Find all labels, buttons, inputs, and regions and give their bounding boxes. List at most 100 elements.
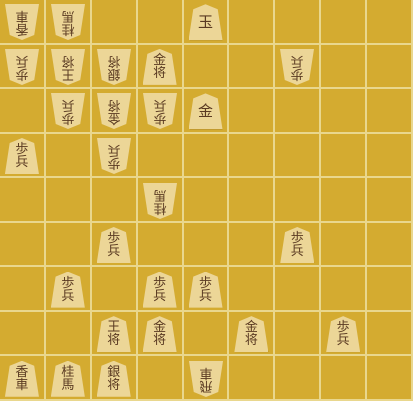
- board-square[interactable]: [321, 89, 367, 134]
- board-square[interactable]: [0, 223, 46, 268]
- piece-char: 馬: [153, 188, 166, 201]
- shogi-piece-gote[interactable]: 金将: [97, 93, 131, 129]
- shogi-piece-gote[interactable]: 王将: [51, 49, 85, 85]
- board-square[interactable]: [229, 0, 275, 45]
- piece-char: 兵: [61, 98, 74, 111]
- piece-char: 将: [61, 54, 74, 67]
- piece-char: 歩: [61, 111, 74, 124]
- board-square[interactable]: [321, 356, 367, 401]
- shogi-piece-sente[interactable]: 歩兵: [326, 316, 360, 352]
- board-square[interactable]: [184, 223, 230, 268]
- board-square[interactable]: [229, 267, 275, 312]
- board-square[interactable]: [0, 178, 46, 223]
- board-square[interactable]: [138, 223, 184, 268]
- board-square[interactable]: [92, 0, 138, 45]
- piece-char: 車: [199, 366, 212, 379]
- piece-char: 銀: [107, 67, 120, 80]
- board-square[interactable]: [46, 178, 92, 223]
- board-square[interactable]: [367, 356, 413, 401]
- board-square[interactable]: [367, 312, 413, 357]
- board-square[interactable]: [184, 134, 230, 179]
- piece-char: 車: [15, 9, 28, 22]
- piece-char: 桂: [61, 22, 74, 35]
- board-square[interactable]: [0, 312, 46, 357]
- piece-char: 将: [107, 98, 120, 111]
- board-square[interactable]: [275, 356, 321, 401]
- board-square[interactable]: [138, 0, 184, 45]
- board-square[interactable]: [184, 45, 230, 90]
- shogi-piece-sente[interactable]: 金将: [143, 49, 177, 85]
- shogi-piece-gote[interactable]: 歩兵: [5, 49, 39, 85]
- board-square[interactable]: [92, 178, 138, 223]
- board-square[interactable]: [367, 134, 413, 179]
- board-square[interactable]: [321, 134, 367, 179]
- board-square[interactable]: [321, 178, 367, 223]
- board-square[interactable]: [275, 312, 321, 357]
- board-square[interactable]: [229, 223, 275, 268]
- shogi-piece-sente[interactable]: 歩兵: [97, 227, 131, 263]
- shogi-piece-sente[interactable]: 金将: [234, 316, 268, 352]
- shogi-piece-sente[interactable]: 桂馬: [51, 361, 85, 397]
- shogi-piece-sente[interactable]: 歩兵: [189, 272, 223, 308]
- piece-char: 銀: [107, 366, 120, 379]
- piece-char: 飛: [199, 379, 212, 392]
- piece-char: 玉: [198, 15, 213, 30]
- board-square[interactable]: [367, 0, 413, 45]
- piece-char: 兵: [61, 290, 74, 303]
- board-square[interactable]: [92, 267, 138, 312]
- shogi-piece-gote[interactable]: 歩兵: [280, 49, 314, 85]
- board-square[interactable]: [367, 223, 413, 268]
- shogi-piece-sente[interactable]: 玉: [189, 4, 223, 40]
- board-square[interactable]: [275, 267, 321, 312]
- shogi-piece-gote[interactable]: 桂馬: [143, 183, 177, 219]
- shogi-piece-gote[interactable]: 香車: [5, 4, 39, 40]
- piece-char: 金: [198, 104, 213, 119]
- board-square[interactable]: [184, 312, 230, 357]
- board-square[interactable]: [0, 267, 46, 312]
- board-square[interactable]: [321, 45, 367, 90]
- shogi-piece-sente[interactable]: 歩兵: [143, 272, 177, 308]
- piece-char: 馬: [61, 379, 74, 392]
- shogi-piece-sente[interactable]: 王将: [97, 316, 131, 352]
- piece-char: 将: [153, 334, 166, 347]
- board-square[interactable]: [321, 267, 367, 312]
- board-square[interactable]: [229, 89, 275, 134]
- piece-char: 歩: [15, 67, 28, 80]
- board-square[interactable]: [367, 45, 413, 90]
- board-square[interactable]: [229, 45, 275, 90]
- shogi-piece-sente[interactable]: 香車: [5, 361, 39, 397]
- board-square[interactable]: [46, 312, 92, 357]
- board-square[interactable]: [275, 134, 321, 179]
- shogi-piece-gote[interactable]: 歩兵: [51, 93, 85, 129]
- board-square[interactable]: [46, 223, 92, 268]
- board-square[interactable]: [321, 223, 367, 268]
- board-square[interactable]: [229, 178, 275, 223]
- board-square[interactable]: [275, 89, 321, 134]
- shogi-piece-sente[interactable]: 歩兵: [51, 272, 85, 308]
- piece-char: 桂: [153, 201, 166, 214]
- board-square[interactable]: [367, 178, 413, 223]
- piece-char: 将: [107, 54, 120, 67]
- shogi-piece-sente[interactable]: 銀将: [97, 361, 131, 397]
- piece-char: 王: [61, 67, 74, 80]
- board-square[interactable]: [184, 178, 230, 223]
- shogi-piece-sente[interactable]: 金: [189, 93, 223, 129]
- board-square[interactable]: [275, 0, 321, 45]
- board-square[interactable]: [138, 356, 184, 401]
- board-square[interactable]: [229, 134, 275, 179]
- board-square[interactable]: [367, 89, 413, 134]
- shogi-piece-gote[interactable]: 銀将: [97, 49, 131, 85]
- board-square[interactable]: [367, 267, 413, 312]
- shogi-piece-sente[interactable]: 歩兵: [5, 138, 39, 174]
- board-square[interactable]: [321, 0, 367, 45]
- board-square[interactable]: [275, 178, 321, 223]
- shogi-piece-gote[interactable]: 歩兵: [97, 138, 131, 174]
- board-square[interactable]: [138, 134, 184, 179]
- shogi-piece-sente[interactable]: 歩兵: [280, 227, 314, 263]
- board-square[interactable]: [229, 356, 275, 401]
- board-square[interactable]: [46, 134, 92, 179]
- board-square[interactable]: [0, 89, 46, 134]
- shogi-piece-sente[interactable]: 金将: [143, 316, 177, 352]
- shogi-piece-gote[interactable]: 桂馬: [51, 4, 85, 40]
